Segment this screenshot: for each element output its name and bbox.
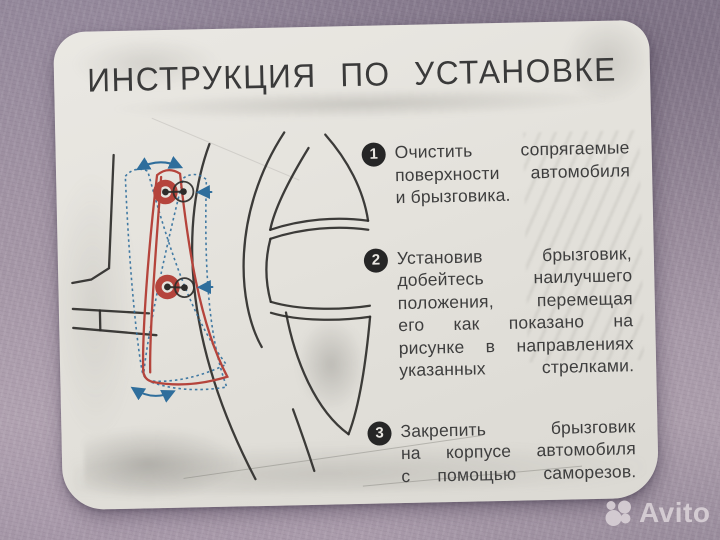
instruction-step: 2 Установив брызговик,добейтесь наилучше… <box>363 242 635 383</box>
step-number-badge: 1 <box>361 142 386 167</box>
step-number-badge: 3 <box>367 420 392 446</box>
direction-arrows <box>130 155 214 403</box>
screw-washer-icon <box>172 180 195 203</box>
page-title: ИНСТРУКЦИЯ ПО УСТАНОВКЕ <box>86 50 618 99</box>
step-number-badge: 2 <box>363 247 389 273</box>
step-line: указанных стрелками. <box>399 355 635 381</box>
car-body-lines <box>71 153 158 337</box>
step-line: и брызговика. <box>395 184 511 208</box>
mudflap-outline <box>141 169 229 386</box>
watermark-brand: Avito <box>639 497 711 528</box>
screw-fasteners <box>153 179 195 300</box>
mudflap-alt-positions-dashed <box>124 168 228 391</box>
mudflap-installation-diagram <box>71 131 372 481</box>
avito-circles-logo-icon <box>605 500 631 526</box>
screw-washer-icon <box>174 277 195 298</box>
watermark: Avito <box>604 497 710 529</box>
instruction-card: ИНСТРУКЦИЯ ПО УСТАНОВКЕ <box>53 19 659 511</box>
step-text: Установив брызговик,добейтесь наилучшего… <box>397 242 635 382</box>
double-arrow-icon <box>135 155 184 171</box>
step-line: с помощью саморезов. <box>401 460 637 486</box>
tire-outline <box>265 133 372 436</box>
double-arrow-icon <box>130 386 176 403</box>
